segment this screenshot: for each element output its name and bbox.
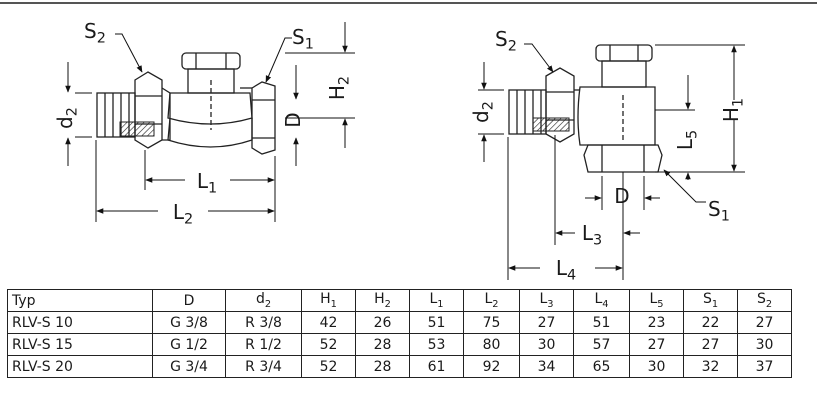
dimensions-table: Typ D d2 H1 H2 L1 L2 L3 L4 L5 S1 S2 RLV-…	[7, 289, 792, 378]
table-cell: 37	[737, 355, 792, 378]
table-cell: R 3/4	[225, 355, 302, 378]
right-l4-text: L	[556, 256, 568, 280]
left-d-text: D	[281, 112, 305, 127]
table-cell: 30	[737, 333, 792, 356]
table-cell: 52	[301, 333, 356, 356]
right-dimensions	[478, 43, 745, 280]
table-row: RLV-S 15 G 1/2 R 1/2 52 28 53 80 30 57 2…	[7, 333, 792, 356]
right-s1-text: S	[708, 197, 721, 221]
left-d2-label: d2	[53, 107, 80, 129]
right-dimension-labels: S2 S1 H1 d2 L5 D L3 L4	[469, 27, 746, 283]
header-cell: d2	[225, 289, 302, 312]
left-d2-text: d	[53, 116, 77, 129]
left-s2-text: S	[84, 19, 97, 43]
table-cell: R 1/2	[225, 333, 302, 356]
table-cell: 27	[737, 311, 792, 334]
table-cell: 42	[301, 311, 356, 334]
left-h2-text: H	[325, 85, 349, 100]
header-cell: Typ	[7, 289, 153, 312]
right-s2-label: S2	[495, 27, 517, 54]
angle-valve-drawing	[508, 44, 663, 173]
table-cell: 51	[409, 311, 464, 334]
left-l1-text: L	[197, 169, 209, 193]
left-hatch-section	[119, 121, 155, 137]
header-cell: L1	[409, 289, 464, 312]
header-cell: S1	[683, 289, 738, 312]
table-cell: RLV-S 20	[7, 355, 153, 378]
right-d2-label: d2	[469, 101, 496, 123]
table-cell: 53	[409, 333, 464, 356]
table-cell: 27	[519, 311, 574, 334]
valve-technical-drawing: S2 S1 H2 D d2 L1 L2	[53, 19, 746, 283]
right-d-text: D	[614, 184, 629, 208]
left-d-label: D	[281, 112, 305, 127]
left-l2-label: L2	[173, 200, 193, 227]
table-cell: 30	[629, 355, 684, 378]
right-d-label: D	[614, 184, 629, 208]
header-cell: D	[152, 289, 226, 312]
right-s1-label: S1	[708, 197, 730, 224]
table-cell: 32	[683, 355, 738, 378]
table-cell: RLV-S 15	[7, 333, 153, 356]
table-cell: 27	[629, 333, 684, 356]
table-cell: R 3/8	[225, 311, 302, 334]
table-header-row: Typ D d2 H1 H2 L1 L2 L3 L4 L5 S1 S2	[7, 289, 792, 312]
table-cell: 28	[355, 333, 410, 356]
table-cell: 28	[355, 355, 410, 378]
table-cell: 52	[301, 355, 356, 378]
header-cell: L4	[573, 289, 630, 312]
table-cell: RLV-S 10	[7, 311, 153, 334]
table-cell: 75	[463, 311, 520, 334]
table-cell: 57	[573, 333, 630, 356]
table-cell: 92	[463, 355, 520, 378]
right-h1-label: H1	[719, 98, 746, 122]
left-dimensions	[65, 22, 355, 222]
table-cell: 34	[519, 355, 574, 378]
right-l3-label: L3	[582, 221, 602, 248]
top-border-line	[0, 2, 817, 4]
table-cell: G 3/8	[152, 311, 226, 334]
right-l5-text: L	[673, 138, 697, 150]
left-l2-text: L	[173, 200, 185, 224]
table-cell: G 1/2	[152, 333, 226, 356]
table-cell: 61	[409, 355, 464, 378]
right-s2-text: S	[495, 27, 508, 51]
table-cell: 65	[573, 355, 630, 378]
table-row: RLV-S 20 G 3/4 R 3/4 52 28 61 92 34 65 3…	[7, 355, 792, 378]
table-cell: 27	[683, 333, 738, 356]
left-s1-text: S	[292, 25, 305, 49]
table-cell: 26	[355, 311, 410, 334]
left-dimension-labels: S2 S1 H2 D d2 L1 L2	[53, 19, 352, 227]
header-cell: L2	[463, 289, 520, 312]
table-cell: 80	[463, 333, 520, 356]
right-l5-label: L5	[673, 130, 700, 150]
header-cell: H2	[355, 289, 410, 312]
header-cell: S2	[737, 289, 792, 312]
table-cell: 23	[629, 311, 684, 334]
left-s1-label: S1	[292, 25, 314, 52]
table-cell: G 3/4	[152, 355, 226, 378]
header-cell: L3	[519, 289, 574, 312]
right-l4-label: L4	[556, 256, 576, 283]
straight-valve-drawing	[96, 52, 276, 155]
left-l1-label: L1	[197, 169, 217, 196]
left-s2-label: S2	[84, 19, 106, 46]
right-l3-text: L	[582, 221, 594, 245]
left-h2-label: H2	[325, 76, 352, 100]
table-cell: 22	[683, 311, 738, 334]
right-d2-text: d	[469, 110, 493, 123]
table-cell: 30	[519, 333, 574, 356]
table-cell: 51	[573, 311, 630, 334]
header-cell: H1	[301, 289, 356, 312]
right-hatch-section	[532, 117, 570, 132]
right-h1-text: H	[719, 107, 743, 122]
table-row: RLV-S 10 G 3/8 R 3/8 42 26 51 75 27 51 2…	[7, 311, 792, 334]
header-cell: L5	[629, 289, 684, 312]
